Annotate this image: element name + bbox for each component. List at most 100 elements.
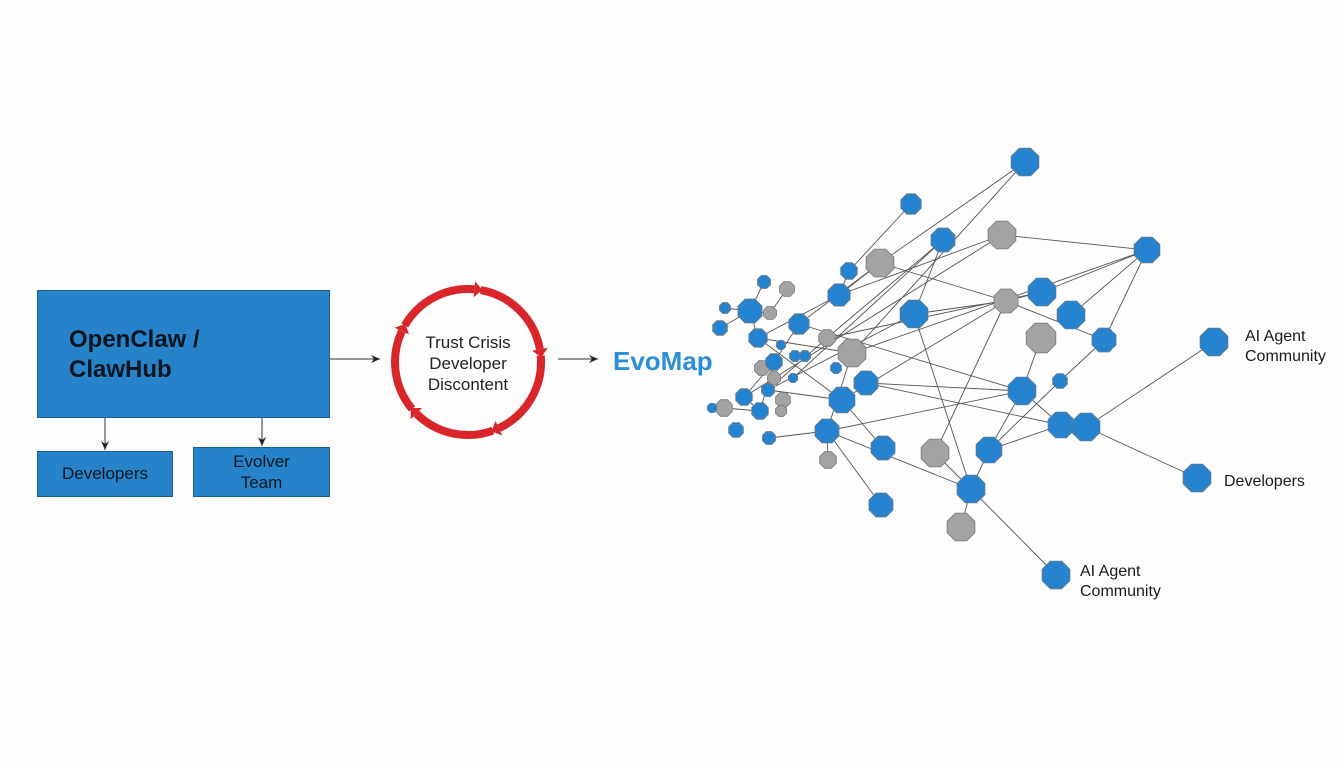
blue-node [1182, 463, 1212, 493]
network-edge [851, 161, 1026, 354]
evomap-title: EvoMap [613, 346, 713, 376]
network-edge [757, 337, 843, 401]
grey-node [1025, 322, 1057, 354]
network-edge [1070, 249, 1148, 316]
blue-node [788, 313, 810, 335]
cycle-arrows-icon [391, 281, 548, 439]
network-edge [826, 430, 972, 490]
openclaw-clawhub-box: OpenClaw / ClawHub [37, 290, 330, 418]
network-edge [848, 203, 912, 272]
grey-node [767, 371, 781, 385]
blue-node [1007, 376, 1037, 406]
main-title-line1: OpenClaw / [69, 326, 200, 353]
blue-node [868, 492, 894, 518]
blue-node [1047, 411, 1075, 439]
network-edge [934, 300, 1007, 454]
blue-node [956, 474, 986, 504]
cycle-arrow-segment [497, 355, 545, 432]
grey-node [818, 329, 836, 347]
grey-node [837, 338, 867, 368]
crisis-line: Trust Crisis [425, 333, 511, 352]
grey-node [775, 405, 787, 417]
node-label-ai-agent-community: AI Agent Community [1245, 327, 1326, 367]
developers-box: Developers [37, 451, 173, 497]
cycle-arrow-head [473, 281, 483, 298]
network-edge [1001, 234, 1148, 251]
main-box-title: OpenClaw / ClawHub [69, 325, 200, 385]
blue-node [814, 418, 840, 444]
blue-node [751, 402, 769, 420]
blue-node [748, 328, 768, 348]
main-title-line2: ClawHub [69, 356, 172, 383]
grey-node [993, 288, 1019, 314]
grey-node [779, 281, 795, 297]
grey-node [946, 512, 976, 542]
blue-node [765, 353, 783, 371]
grey-node [819, 451, 837, 469]
blue-node [712, 320, 728, 336]
blue-node [707, 402, 717, 414]
blue-node [828, 386, 856, 414]
network-edge [743, 234, 1003, 398]
blue-node [762, 431, 776, 445]
blue-node [719, 302, 731, 314]
grey-node [865, 248, 895, 278]
blue-node [1199, 327, 1229, 357]
cycle-arrow-head [532, 347, 548, 358]
network-edge [757, 337, 853, 354]
network-nodes [707, 147, 1229, 590]
blue-node [830, 362, 842, 374]
cycle-arrow-head [491, 420, 503, 436]
blue-node [799, 350, 811, 362]
grey-node [987, 220, 1017, 250]
blue-node [840, 262, 858, 280]
blue-node [1010, 147, 1040, 177]
cycle-arrow-segment [401, 285, 475, 328]
label-line: AI Agent [1080, 563, 1141, 580]
cycle-arrow-segment [391, 329, 416, 412]
cycle-arrow-segment [413, 410, 495, 439]
network-edge [826, 390, 1023, 432]
blue-node [975, 436, 1003, 464]
blue-node [789, 350, 801, 362]
network-edge [988, 380, 1061, 451]
network-edge [1005, 300, 1105, 341]
blue-node [788, 372, 798, 384]
network-edge [792, 239, 944, 379]
blue-node [1052, 373, 1068, 389]
blue-node [827, 283, 851, 307]
grey-node [763, 306, 777, 320]
label-line: AI Agent [1245, 328, 1306, 345]
blue-node [1027, 277, 1057, 307]
evolver-label-line1: Evolver [233, 452, 290, 471]
network-edge [1103, 249, 1148, 341]
blue-node [899, 299, 929, 329]
label-line: Community [1245, 348, 1326, 365]
label-line: Developers [1224, 473, 1305, 490]
network-edge [913, 313, 972, 490]
evolver-team-box: Evolver Team [193, 447, 330, 497]
network-edge [826, 239, 944, 339]
blue-node [737, 298, 763, 324]
blue-node [853, 370, 879, 396]
grey-node [715, 399, 733, 417]
grey-node [920, 438, 950, 468]
cycle-arrow-segment [479, 286, 544, 351]
network-edge [879, 161, 1026, 264]
network-edge [879, 262, 1007, 302]
cycle-arrow-head [410, 407, 423, 420]
network-edge [865, 382, 1023, 392]
blue-node [735, 388, 753, 406]
network-edge [1085, 426, 1198, 479]
network-edge [1085, 341, 1215, 428]
network-edge [826, 430, 882, 506]
blue-node [1071, 412, 1101, 442]
blue-node [761, 383, 775, 397]
evolver-label-line2: Team [240, 473, 283, 492]
crisis-text: Trust Crisis Developer Discontent [398, 332, 538, 395]
blue-node [757, 275, 771, 289]
blue-node [1091, 327, 1117, 353]
label-line: Community [1080, 583, 1161, 600]
blue-node [870, 435, 896, 461]
crisis-line: Discontent [427, 375, 509, 394]
